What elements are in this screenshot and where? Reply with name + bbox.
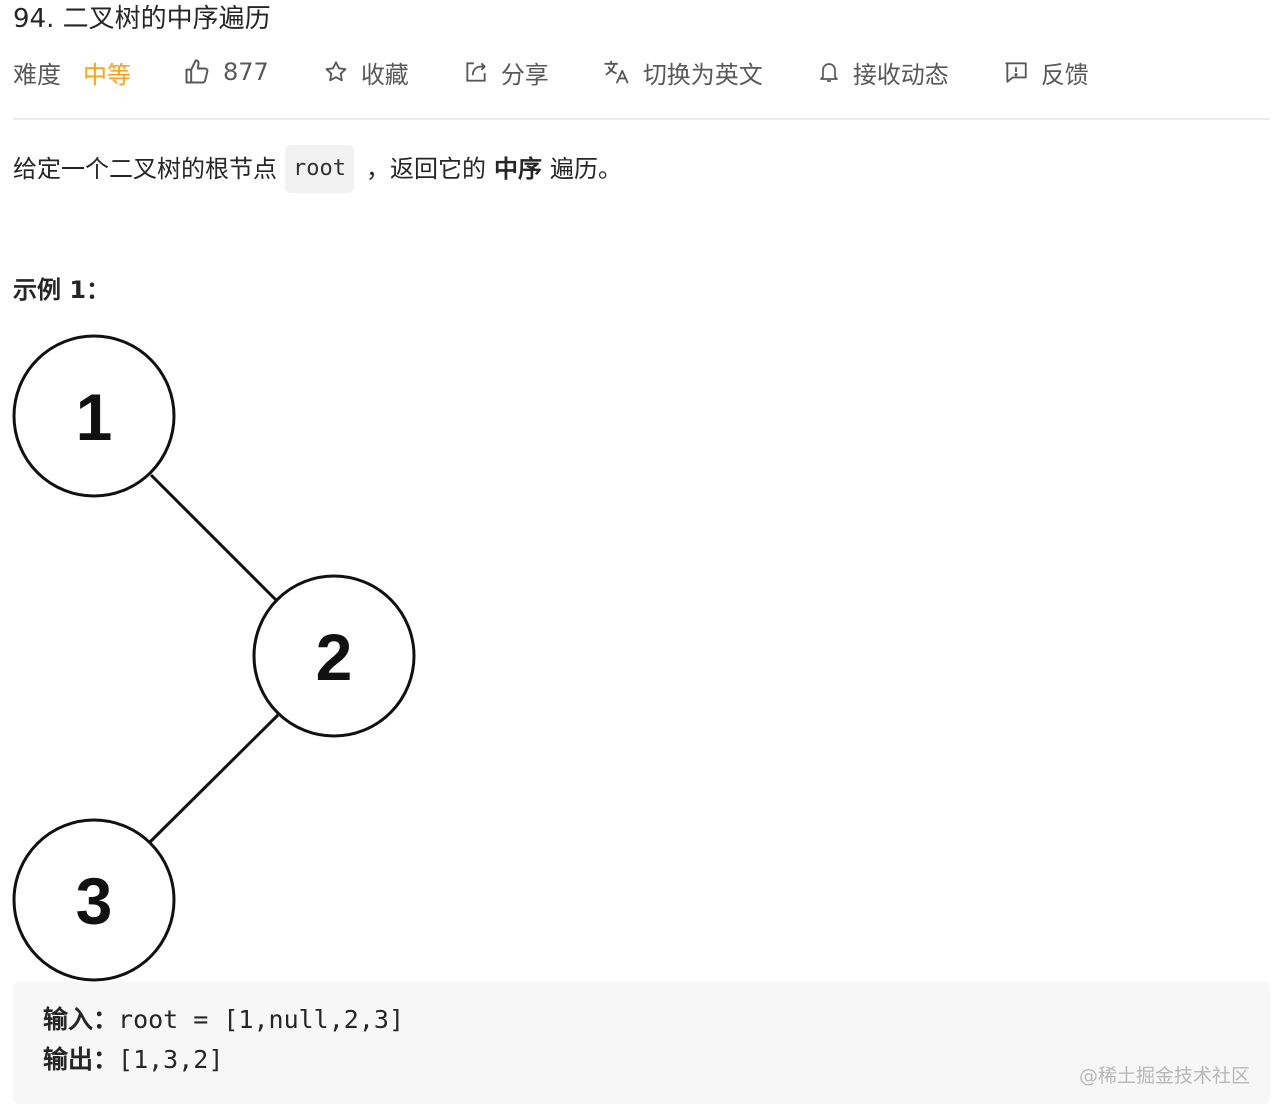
example-output-line: 输出：[1,3,2] <box>43 1042 223 1078</box>
problem-meta-bar: 难度 中等 877 收藏 分享 <box>13 54 1089 90</box>
tree-node-1-label: 1 <box>76 380 113 454</box>
tree-node-2-label: 2 <box>316 620 353 694</box>
feedback-label: 反馈 <box>1040 60 1089 89</box>
watermark: @稀土掘金技术社区 <box>1078 1065 1250 1087</box>
feedback-button[interactable]: 反馈 <box>1003 55 1089 90</box>
input-label: 输入： <box>43 1005 119 1034</box>
tree-node-3-label: 3 <box>76 864 113 938</box>
tree-edge-2-3 <box>148 713 280 844</box>
tree-node-2: 2 <box>252 574 416 738</box>
thumbs-up-icon <box>183 58 211 86</box>
description-text-3: 遍历。 <box>549 155 622 183</box>
share-label: 分享 <box>500 60 549 89</box>
binary-tree-diagram: 1 2 3 <box>12 334 416 982</box>
share-icon <box>463 59 489 85</box>
description-text-2: ，返回它的 <box>365 155 486 183</box>
like-count: 877 <box>223 58 269 86</box>
divider <box>13 118 1270 120</box>
like-button[interactable]: 877 <box>183 58 269 86</box>
favorite-label: 收藏 <box>360 60 409 89</box>
problem-title: 94. 二叉树的中序遍历 <box>13 4 271 34</box>
example-input-line: 输入：root = [1,null,2,3] <box>43 1002 404 1038</box>
example-io-block: 输入：root = [1,null,2,3] 输出：[1,3,2] @稀土掘金技… <box>13 982 1270 1104</box>
switch-language-label: 切换为英文 <box>642 60 763 89</box>
tree-node-3: 3 <box>12 818 176 982</box>
bell-icon <box>817 59 841 85</box>
share-button[interactable]: 分享 <box>463 55 549 90</box>
subscribe-label: 接收动态 <box>852 60 949 89</box>
difficulty-badge: 中等 <box>83 60 131 89</box>
favorite-button[interactable]: 收藏 <box>323 55 409 90</box>
switch-language-button[interactable]: 切换为英文 <box>603 55 763 90</box>
description-bold: 中序 <box>493 155 542 183</box>
output-value: [1,3,2] <box>118 1045 224 1074</box>
inline-code-root: root <box>285 145 354 193</box>
output-label: 输出： <box>43 1045 119 1074</box>
translate-icon <box>603 58 631 86</box>
description-text: 给定一个二叉树的根节点 <box>13 155 277 183</box>
subscribe-button[interactable]: 接收动态 <box>817 55 949 90</box>
tree-edge-1-2 <box>149 473 280 604</box>
feedback-icon <box>1003 59 1029 85</box>
input-value: root = [1,null,2,3] <box>118 1005 404 1034</box>
star-icon <box>323 59 349 85</box>
example-title: 示例 1： <box>13 276 111 304</box>
tree-node-1: 1 <box>12 334 176 498</box>
difficulty-label: 难度 <box>13 60 61 89</box>
problem-description: 给定一个二叉树的根节点 root ，返回它的 中序 遍历。 <box>13 145 622 193</box>
